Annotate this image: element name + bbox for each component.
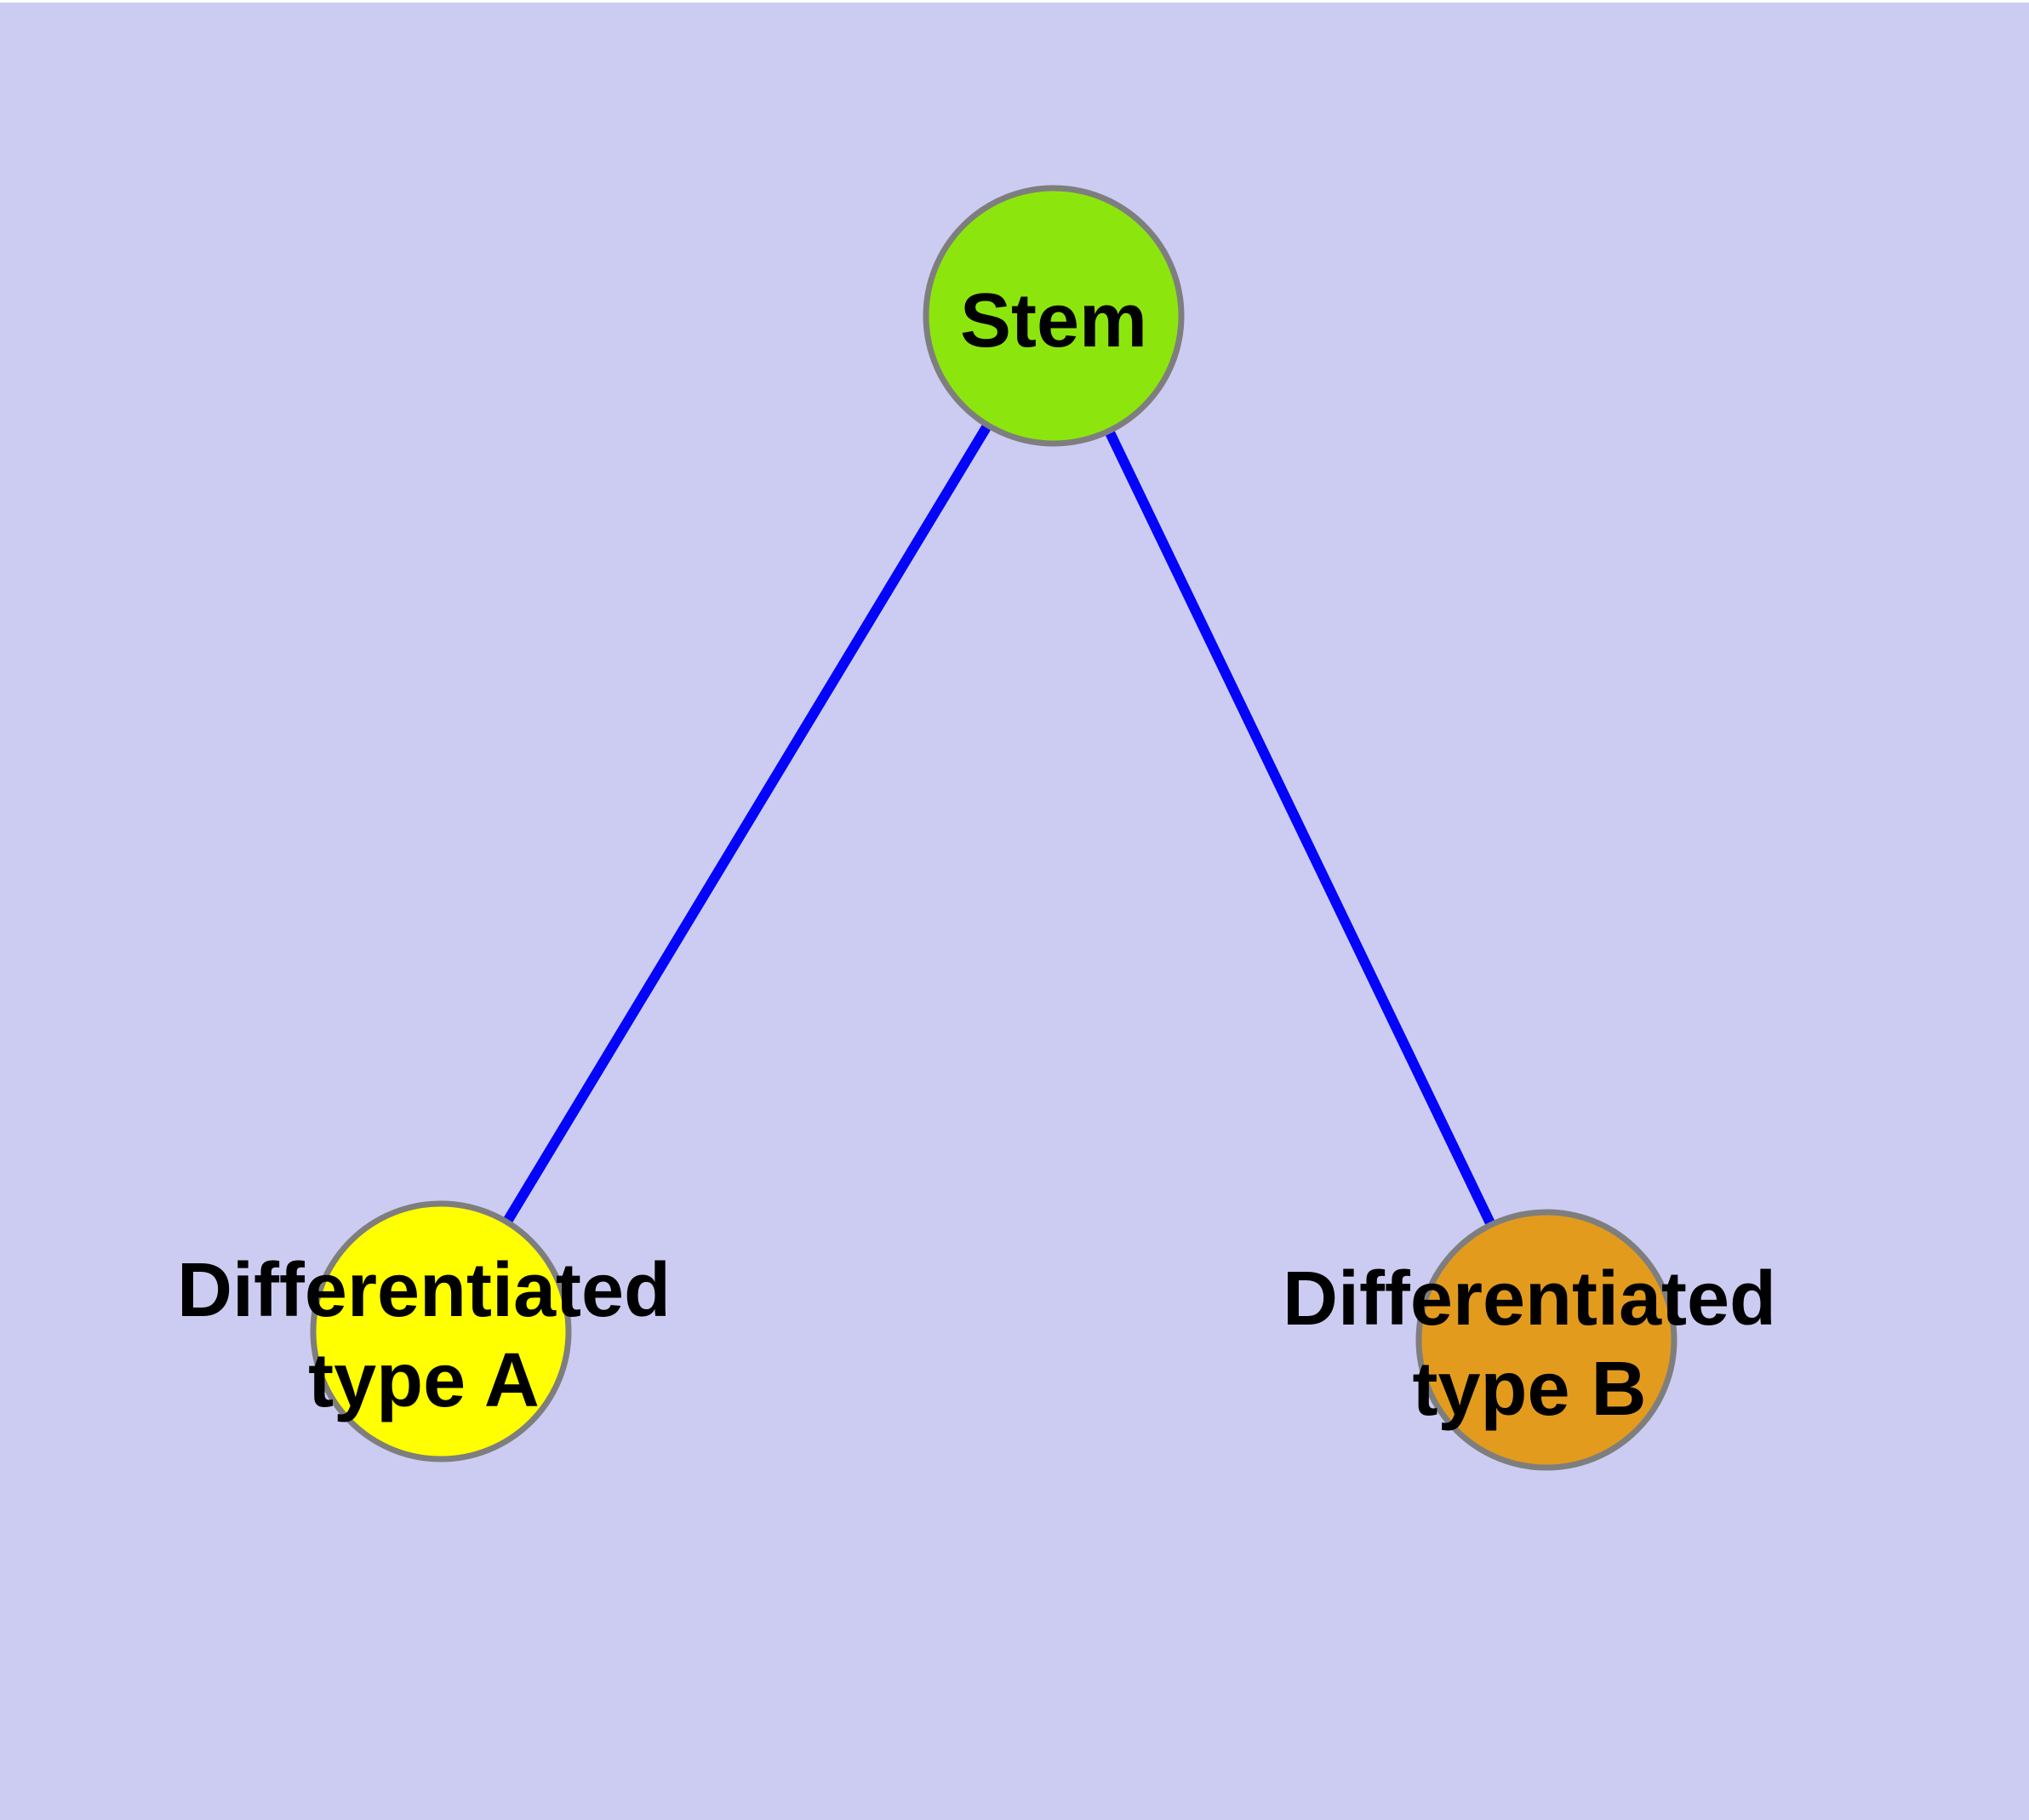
node-diff_a-label-line-1: Differentiated — [177, 1248, 671, 1333]
node-diff_b-label-line-1: Differentiated — [1283, 1256, 1776, 1342]
node-diff_b — [1415, 1209, 1677, 1471]
edges-layer — [436, 312, 1552, 1342]
edge-stem-to-diff_a — [436, 312, 1059, 1335]
node-stem-label-line-1: Stem — [960, 278, 1147, 363]
edge-stem-to-diff_b — [1049, 313, 1552, 1342]
node-diff_a — [310, 1200, 572, 1462]
nodes-layer — [310, 185, 1677, 1471]
page-top-margin — [0, 0, 2029, 3]
node-diff_b-label-line-2: type B — [1412, 1347, 1646, 1432]
node-stem — [923, 185, 1185, 447]
node-diff_a-label-line-2: type A — [308, 1338, 540, 1423]
